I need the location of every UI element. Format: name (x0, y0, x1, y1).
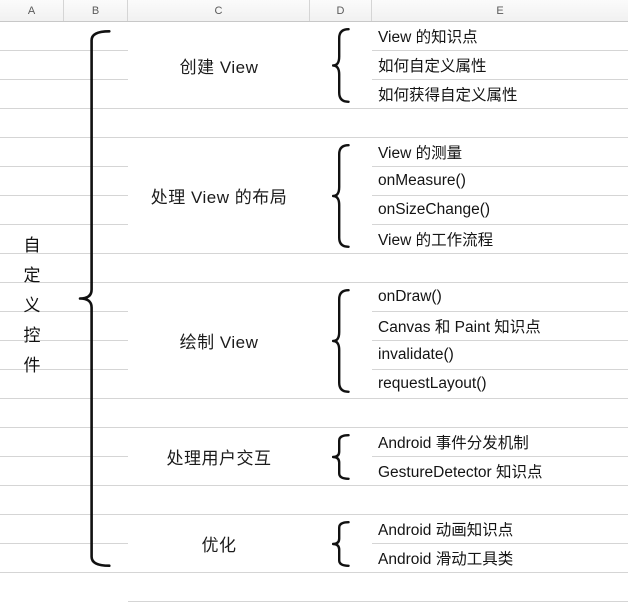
brace-icon (332, 288, 350, 393)
cell-column-a[interactable] (0, 138, 64, 167)
column-header-a[interactable]: A (0, 0, 64, 21)
column-header-row: A B C D E (0, 0, 628, 22)
column-header-c[interactable]: C (128, 0, 310, 21)
cell-column-b[interactable] (64, 370, 128, 399)
cell-column-a[interactable] (0, 428, 64, 457)
cell-column-b[interactable] (64, 283, 128, 312)
cell-column-d-spacer[interactable] (310, 573, 372, 602)
cell-column-d-spacer[interactable] (310, 109, 372, 138)
cell-column-a[interactable] (0, 399, 64, 428)
group-brace-create-view (310, 22, 372, 109)
cell-column-b[interactable] (64, 167, 128, 196)
detail-item[interactable]: 如何获得自定义属性 (372, 80, 628, 109)
brace-icon (332, 143, 350, 248)
cell-column-d-spacer[interactable] (310, 399, 372, 428)
cell-column-b[interactable] (64, 428, 128, 457)
cell-column-a[interactable] (0, 544, 64, 573)
cell-column-b[interactable] (64, 312, 128, 341)
cell-column-d-spacer[interactable] (310, 486, 372, 515)
cell-column-c-spacer[interactable] (128, 254, 310, 283)
cell-column-a[interactable] (0, 22, 64, 51)
cell-column-a[interactable] (0, 312, 64, 341)
cell-column-b[interactable] (64, 515, 128, 544)
detail-item[interactable]: 如何自定义属性 (372, 51, 628, 80)
group-label-create-view[interactable]: 创建 View (128, 22, 310, 109)
group-label-layout-view[interactable]: 处理 View 的布局 (128, 138, 310, 254)
cell-column-c-spacer[interactable] (128, 486, 310, 515)
cell-column-b[interactable] (64, 457, 128, 486)
group-label-user-interaction[interactable]: 处理用户交互 (128, 428, 310, 486)
detail-item[interactable]: invalidate() (372, 341, 628, 370)
cell-column-a[interactable] (0, 80, 64, 109)
group-label-draw-view[interactable]: 绘制 View (128, 283, 310, 399)
cell-column-b[interactable] (64, 486, 128, 515)
cell-column-b[interactable] (64, 138, 128, 167)
column-header-e[interactable]: E (372, 0, 628, 21)
cell-column-b[interactable] (64, 22, 128, 51)
cell-column-a[interactable] (0, 457, 64, 486)
cell-column-a[interactable] (0, 109, 64, 138)
brace-icon (332, 27, 350, 103)
column-header-d[interactable]: D (310, 0, 372, 21)
group-label-optimization[interactable]: 优化 (128, 515, 310, 573)
detail-item[interactable]: onDraw() (372, 283, 628, 312)
cell-column-b[interactable] (64, 341, 128, 370)
group-brace-draw-view (310, 283, 372, 399)
cell-column-e-spacer[interactable] (372, 573, 628, 602)
cell-column-b[interactable] (64, 80, 128, 109)
detail-item[interactable]: Android 事件分发机制 (372, 428, 628, 457)
detail-item[interactable]: onSizeChange() (372, 196, 628, 225)
cell-column-a[interactable] (0, 225, 64, 254)
cell-column-e-spacer[interactable] (372, 399, 628, 428)
cell-column-b[interactable] (64, 254, 128, 283)
cell-column-a[interactable] (0, 515, 64, 544)
cell-column-b[interactable] (64, 51, 128, 80)
cell-column-e-spacer[interactable] (372, 109, 628, 138)
detail-item[interactable]: Android 滑动工具类 (372, 544, 628, 573)
cell-column-a[interactable] (0, 341, 64, 370)
group-brace-user-interaction (310, 428, 372, 486)
detail-item[interactable]: View 的知识点 (372, 22, 628, 51)
cell-column-b[interactable] (64, 544, 128, 573)
group-brace-optimization (310, 515, 372, 573)
cell-column-a[interactable] (0, 51, 64, 80)
detail-item[interactable]: View 的测量 (372, 138, 628, 167)
cell-column-e-spacer[interactable] (372, 486, 628, 515)
cell-column-b[interactable] (64, 225, 128, 254)
cell-column-c-spacer[interactable] (128, 109, 310, 138)
detail-item[interactable]: GestureDetector 知识点 (372, 457, 628, 486)
cell-column-b[interactable] (64, 399, 128, 428)
detail-item[interactable]: View 的工作流程 (372, 225, 628, 254)
cell-column-b[interactable] (64, 196, 128, 225)
cell-column-a[interactable] (0, 254, 64, 283)
cell-column-c-spacer[interactable] (128, 399, 310, 428)
group-brace-layout-view (310, 138, 372, 254)
column-header-b[interactable]: B (64, 0, 128, 21)
cell-column-d-spacer[interactable] (310, 254, 372, 283)
detail-item[interactable]: onMeasure() (372, 167, 628, 196)
detail-item[interactable]: requestLayout() (372, 370, 628, 399)
cell-column-a[interactable] (0, 283, 64, 312)
cell-column-a[interactable] (0, 167, 64, 196)
cell-column-b[interactable] (64, 109, 128, 138)
brace-icon (332, 520, 350, 567)
cell-column-c-spacer[interactable] (128, 573, 310, 602)
cell-column-a[interactable] (0, 370, 64, 399)
brace-icon (332, 433, 350, 480)
detail-item[interactable]: Android 动画知识点 (372, 515, 628, 544)
cell-column-a[interactable] (0, 196, 64, 225)
detail-item[interactable]: Canvas 和 Paint 知识点 (372, 312, 628, 341)
cell-column-a[interactable] (0, 486, 64, 515)
cell-column-e-spacer[interactable] (372, 254, 628, 283)
